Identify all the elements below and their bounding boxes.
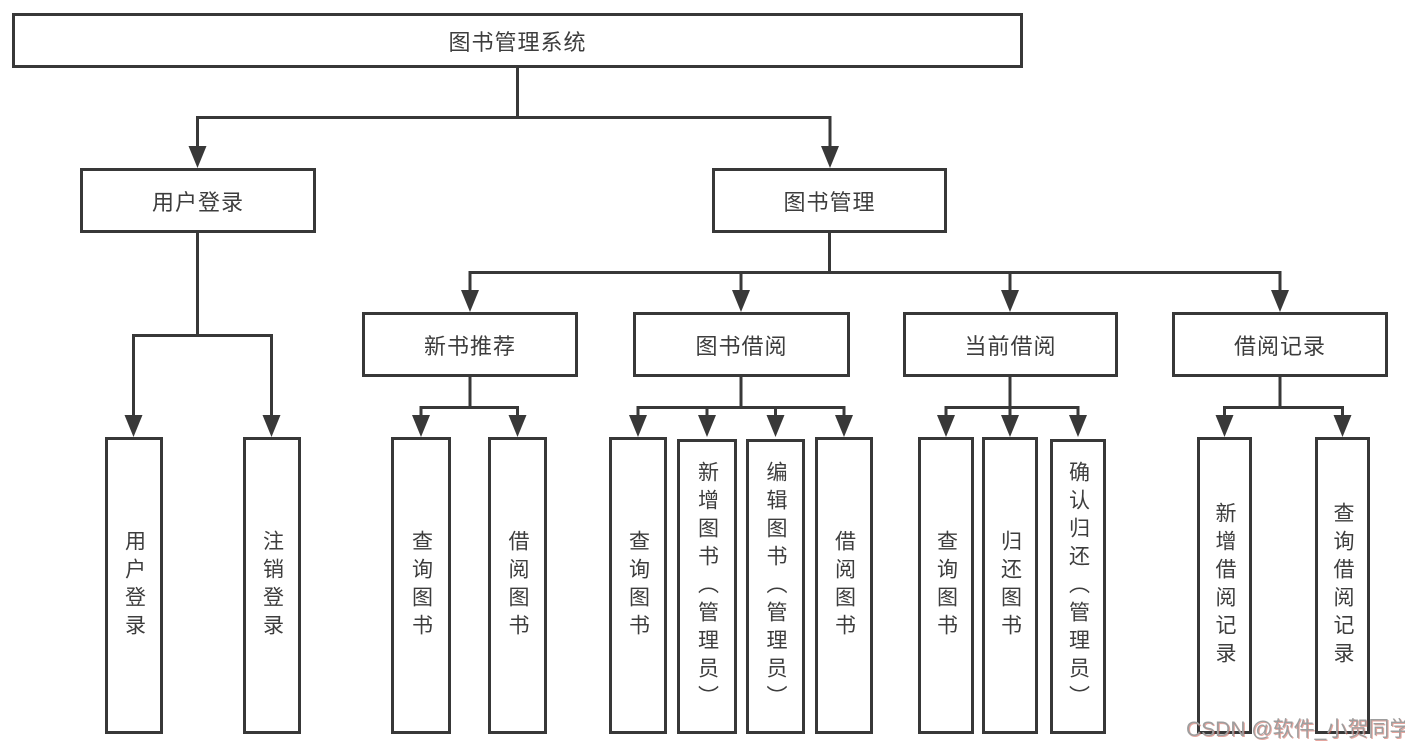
node-borrowing-records: 借阅记录: [1172, 312, 1388, 377]
connector-newbook-branch: [419, 377, 519, 416]
arrow-down-icon: [698, 415, 716, 437]
node-label: 确认归还（管理员）: [1066, 460, 1090, 713]
arrow-down-icon: [124, 415, 143, 437]
arrow-down-icon: [1215, 415, 1234, 437]
arrow-down-icon: [412, 415, 430, 437]
node-label: 查询借阅记录: [1331, 501, 1354, 670]
node-label: 注销登录: [260, 529, 284, 642]
connector-bookborrow-branch: [636, 377, 846, 416]
leaf-edit-book-admin: 编辑图书（管理员）: [746, 439, 805, 734]
arrow-down-icon: [262, 415, 281, 437]
leaf-query-books-2: 查询图书: [609, 437, 667, 734]
arrow-down-icon: [629, 415, 647, 437]
node-label: 新书推荐: [423, 333, 516, 359]
node-label: 查询图书: [626, 529, 650, 642]
node-user-login: 用户登录: [80, 168, 316, 233]
connector-userlogin-branch: [132, 233, 273, 416]
connector-bookmgmt-branch: [468, 233, 1282, 291]
leaf-add-borrow-record: 新增借阅记录: [1197, 437, 1252, 734]
leaf-add-book-admin: 新增图书（管理员）: [677, 439, 737, 734]
arrow-down-icon: [1333, 415, 1352, 437]
connector-borrowrecord-branch: [1223, 377, 1344, 416]
node-label: 图书管理: [783, 189, 876, 215]
connector-root-to-level1: [196, 68, 832, 146]
arrow-down-icon: [461, 290, 479, 312]
node-label: 用户登录: [151, 189, 244, 215]
leaf-query-borrow-record: 查询借阅记录: [1315, 437, 1370, 734]
node-label: 图书借阅: [695, 333, 788, 359]
node-label: 查询图书: [934, 529, 958, 642]
node-label: 查询图书: [409, 529, 433, 642]
arrowhead-group: [124, 146, 1352, 437]
node-label: 新增图书（管理员）: [695, 460, 719, 713]
leaf-user-login: 用户登录: [105, 437, 163, 734]
leaf-logout: 注销登录: [243, 437, 301, 734]
arrow-down-icon: [188, 146, 207, 168]
node-library-management-system: 图书管理系统: [12, 13, 1023, 68]
node-current-borrowing: 当前借阅: [903, 312, 1118, 377]
arrow-down-icon: [1271, 290, 1289, 312]
arrow-down-icon: [766, 415, 785, 437]
node-label: 借阅图书: [832, 529, 856, 642]
node-label: 用户登录: [122, 529, 146, 642]
node-label: 编辑图书（管理员）: [764, 460, 787, 713]
node-label: 当前借阅: [964, 333, 1057, 359]
leaf-query-books-3: 查询图书: [918, 437, 974, 734]
arrow-down-icon: [732, 290, 750, 312]
arrow-down-icon: [508, 415, 527, 437]
csdn-watermark: CSDN @软件_小贺同学: [1186, 718, 1405, 741]
leaf-query-books-1: 查询图书: [391, 437, 451, 734]
arrow-down-icon: [821, 146, 839, 168]
node-label: 图书管理系统: [448, 29, 587, 55]
leaf-return-book: 归还图书: [982, 437, 1038, 734]
arrow-down-icon: [937, 415, 955, 437]
node-new-book-recommendation: 新书推荐: [362, 312, 578, 377]
node-book-management: 图书管理: [712, 168, 947, 233]
node-label: 新增借阅记录: [1213, 501, 1236, 670]
arrow-down-icon: [1069, 415, 1087, 437]
arrow-down-icon: [1001, 415, 1019, 437]
node-label: 归还图书: [998, 529, 1022, 642]
leaf-borrow-books-2: 借阅图书: [815, 437, 873, 734]
arrow-down-icon: [835, 415, 853, 437]
node-label: 借阅图书: [506, 529, 529, 642]
leaf-borrow-books-1: 借阅图书: [488, 437, 547, 734]
leaf-confirm-return-admin: 确认归还（管理员）: [1050, 439, 1106, 734]
node-label: 借阅记录: [1233, 333, 1326, 359]
connector-path-group: [132, 68, 1344, 416]
node-book-borrowing: 图书借阅: [633, 312, 850, 377]
arrow-down-icon: [1001, 290, 1019, 312]
connector-currentborrow-branch: [944, 377, 1080, 416]
